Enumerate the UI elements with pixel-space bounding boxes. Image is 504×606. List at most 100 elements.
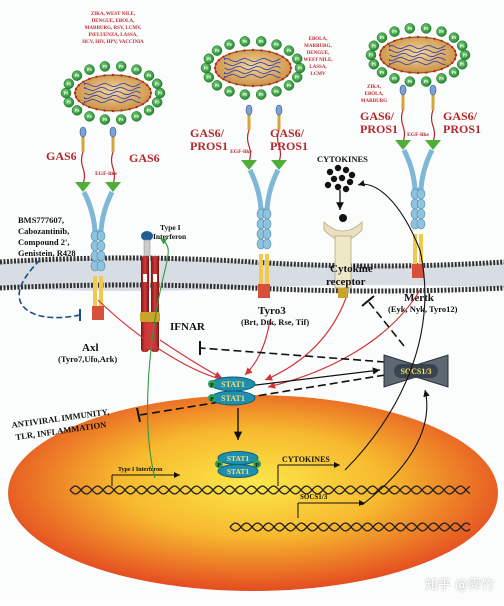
viral-genome xyxy=(84,86,141,92)
ps-icon xyxy=(255,89,267,100)
egf-domain xyxy=(246,129,252,163)
ps-icon xyxy=(456,40,468,52)
stat1-label: STAT1 xyxy=(227,467,249,476)
virus-list-right: ZIKA, EBOLA, MARBURG xyxy=(361,85,387,104)
envelope-dot xyxy=(120,74,123,77)
gas6-pros1-label: PROS1 xyxy=(443,122,481,136)
phospho-dot xyxy=(208,394,216,402)
envelope-dot xyxy=(416,71,420,75)
envelope-dot xyxy=(400,37,403,40)
ps-label: PS xyxy=(460,62,465,67)
cytokine-dot xyxy=(342,166,350,174)
envelope-dot xyxy=(146,83,149,87)
gla-domain xyxy=(245,104,253,116)
envelope-dot xyxy=(268,50,271,53)
type1-ifn-label: Type I xyxy=(160,223,181,232)
virus-list-line: DENGUE, xyxy=(307,51,330,56)
viral-genome xyxy=(224,65,281,71)
ps-icon xyxy=(71,105,83,116)
ifnar-label: IFNAR xyxy=(170,321,206,333)
ps-label: PS xyxy=(259,39,264,44)
socs-gene-label: SOCS1/3 xyxy=(300,493,328,501)
cytokines-label-top: CYTOKINES xyxy=(317,154,368,164)
gas6-pros1-label: GAS6/ xyxy=(270,126,305,140)
dna-strand xyxy=(69,485,471,495)
ps-icon xyxy=(456,58,468,70)
socs-label: SOCS1/3 xyxy=(400,367,431,376)
dna-strands xyxy=(69,485,471,532)
envelope-dot xyxy=(425,71,428,74)
virus-list-line: DENGUE, EBOLA, xyxy=(92,19,135,24)
lg-domain xyxy=(249,160,257,170)
ps-icon xyxy=(283,45,295,56)
ps-label: PS xyxy=(371,43,376,48)
envelope-dot xyxy=(148,95,152,99)
ps-label: PS xyxy=(424,26,429,31)
ps-label: PS xyxy=(243,39,248,44)
ps-label: PS xyxy=(439,76,444,81)
envelope-dot xyxy=(235,83,238,86)
ps-icon xyxy=(115,114,127,125)
envelope-dot xyxy=(393,67,396,71)
envelope-dot xyxy=(289,66,293,70)
ps-label: PS xyxy=(87,114,92,119)
ps-label: PS xyxy=(155,81,160,86)
ps-icon xyxy=(448,67,460,78)
envelope-dot xyxy=(451,45,454,49)
envelope-dot xyxy=(141,80,144,83)
ps-icon xyxy=(151,96,163,108)
viral-genome xyxy=(224,57,281,63)
lg-domain xyxy=(279,160,287,170)
ps-label: PS xyxy=(439,29,444,34)
egf-like-label: EGF-like xyxy=(95,171,117,177)
inhibition-line xyxy=(18,259,81,319)
cytokine-dot xyxy=(326,168,334,176)
lg-domain xyxy=(105,182,113,192)
transmembrane-segment xyxy=(413,234,417,264)
cytokine-secretion-arrow xyxy=(344,179,426,471)
ps-label: PS xyxy=(287,83,292,88)
viral-genome xyxy=(224,61,281,67)
tyro3-to-stat-arrow xyxy=(244,319,271,376)
ifn-ligand xyxy=(141,231,153,257)
ps-label: PS xyxy=(287,48,292,53)
ps-label: PS xyxy=(215,83,220,88)
ps-label: PS xyxy=(134,67,139,72)
gas6-pros1-label: PROS1 xyxy=(360,122,398,136)
envelope-dot xyxy=(146,99,149,103)
phospho-label: P xyxy=(210,383,214,389)
stat1-label: STAT1 xyxy=(221,380,245,389)
ps-icon xyxy=(99,114,111,125)
envelope-dot xyxy=(74,95,78,99)
egf-domain xyxy=(110,151,116,185)
ps-label: PS xyxy=(227,42,232,47)
gla-domain xyxy=(399,84,407,96)
ps-icon xyxy=(143,70,155,81)
inhibition-bar xyxy=(136,407,141,423)
envelope-dot xyxy=(103,74,106,77)
kinase-domain xyxy=(412,264,424,278)
envelope-dot xyxy=(416,35,420,39)
envelope-dot xyxy=(217,58,220,62)
envelope-dot xyxy=(243,49,246,52)
virus-list-line: ZIKA, WEST NILE, xyxy=(91,12,136,17)
stat1-label: STAT1 xyxy=(227,454,249,463)
ps-icon xyxy=(224,39,235,50)
stat1-label: STAT1 xyxy=(221,394,245,403)
envelope-dot xyxy=(387,65,390,68)
virus-list-line: LASSA, xyxy=(309,65,327,70)
viral-genome xyxy=(84,82,141,88)
ifnar-receptor xyxy=(140,256,160,352)
ps-icon xyxy=(131,64,142,75)
envelope-dot xyxy=(251,84,255,88)
cytoreceptor-to-stat-arrow xyxy=(264,297,347,381)
ps-icon xyxy=(255,36,267,47)
envelope-dot xyxy=(286,74,289,78)
gla-domain xyxy=(429,84,437,96)
axl-label: Axl xyxy=(82,342,99,354)
envelope-dot xyxy=(446,65,449,68)
ifn-secretion-arrow xyxy=(147,237,169,479)
envelope-dot xyxy=(440,39,443,43)
stat1-dimer-nucleus xyxy=(215,451,261,478)
